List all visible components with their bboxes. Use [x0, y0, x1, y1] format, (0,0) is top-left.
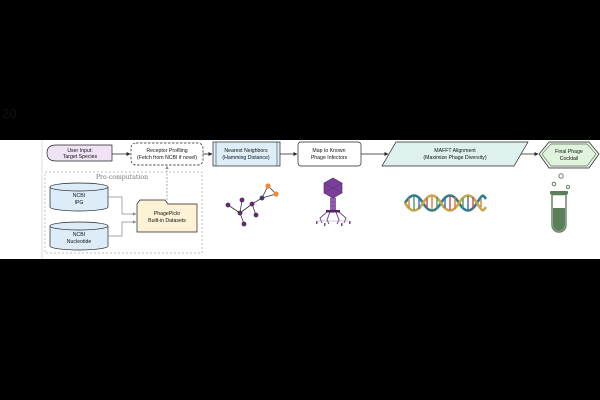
- mafft-alignment-node: MAFFT Alignment (Maximize Phage Diversit…: [381, 141, 529, 167]
- test-tube-icon: [550, 173, 571, 233]
- map-known-line1: Map to Known: [312, 148, 345, 154]
- ncbi-nucleotide-database: NCBI Nucleotide: [49, 221, 109, 251]
- phagepickr-datasets-folder: PhagePickr Built-in Datasets: [136, 199, 198, 233]
- mafft-line1: MAFFT Alignment: [434, 148, 476, 154]
- ncbi-ipg-database: NCBI IPG: [49, 182, 109, 212]
- receptor-profiling-line1: Receptor Profiling: [146, 148, 187, 154]
- user-input-line2: Target Species: [63, 154, 98, 160]
- mafft-line2: (Maximize Phage Diversity): [423, 155, 486, 161]
- map-known-line2: Phage Infectors: [311, 155, 348, 161]
- ncbi-ipg-line1: NCBI: [73, 193, 85, 199]
- network-graph-icon: [225, 183, 279, 227]
- receptor-profiling-line2: (Fetch from NCBI if novel): [137, 155, 197, 161]
- final-cocktail-node: Final Phage Cocktail: [538, 141, 600, 169]
- nucleotide-to-phagepickr-arrow: [108, 220, 137, 237]
- map-known-infectors-node: Map to Known Phage Infectors: [297, 141, 362, 167]
- ncbi-ipg-line2: IPG: [75, 200, 84, 206]
- precomputation-label: Pre-computation: [96, 174, 148, 181]
- nearest-neighbors-line1: Nearest Neighbors: [224, 148, 268, 154]
- ncbi-nucleotide-line1: NCBI: [73, 232, 85, 238]
- ncbi-nucleotide-line2: Nucleotide: [67, 239, 92, 245]
- user-input-line1: User Input:: [67, 148, 92, 154]
- nearest-neighbors-line2: (Hamming Distance): [222, 155, 270, 161]
- bacteriophage-icon: [316, 177, 351, 226]
- ipg-to-phagepickr-arrow: [108, 196, 137, 216]
- page-number: 20: [2, 106, 17, 121]
- final-cocktail-line1: Final Phage: [555, 149, 583, 155]
- user-input-node: User Input: Target Species: [46, 144, 113, 162]
- final-cocktail-line2: Cocktail: [560, 156, 578, 162]
- phagepickr-line1: PhagePickr: [154, 211, 181, 217]
- phagepickr-line2: Built-in Datasets: [148, 218, 186, 224]
- receptor-profiling-node: Receptor Profiling (Fetch from NCBI if n…: [130, 142, 204, 166]
- nearest-neighbors-node: Nearest Neighbors (Hamming Distance): [212, 141, 281, 167]
- precomputation-group: [44, 171, 203, 254]
- dna-helix-icon: [403, 194, 488, 212]
